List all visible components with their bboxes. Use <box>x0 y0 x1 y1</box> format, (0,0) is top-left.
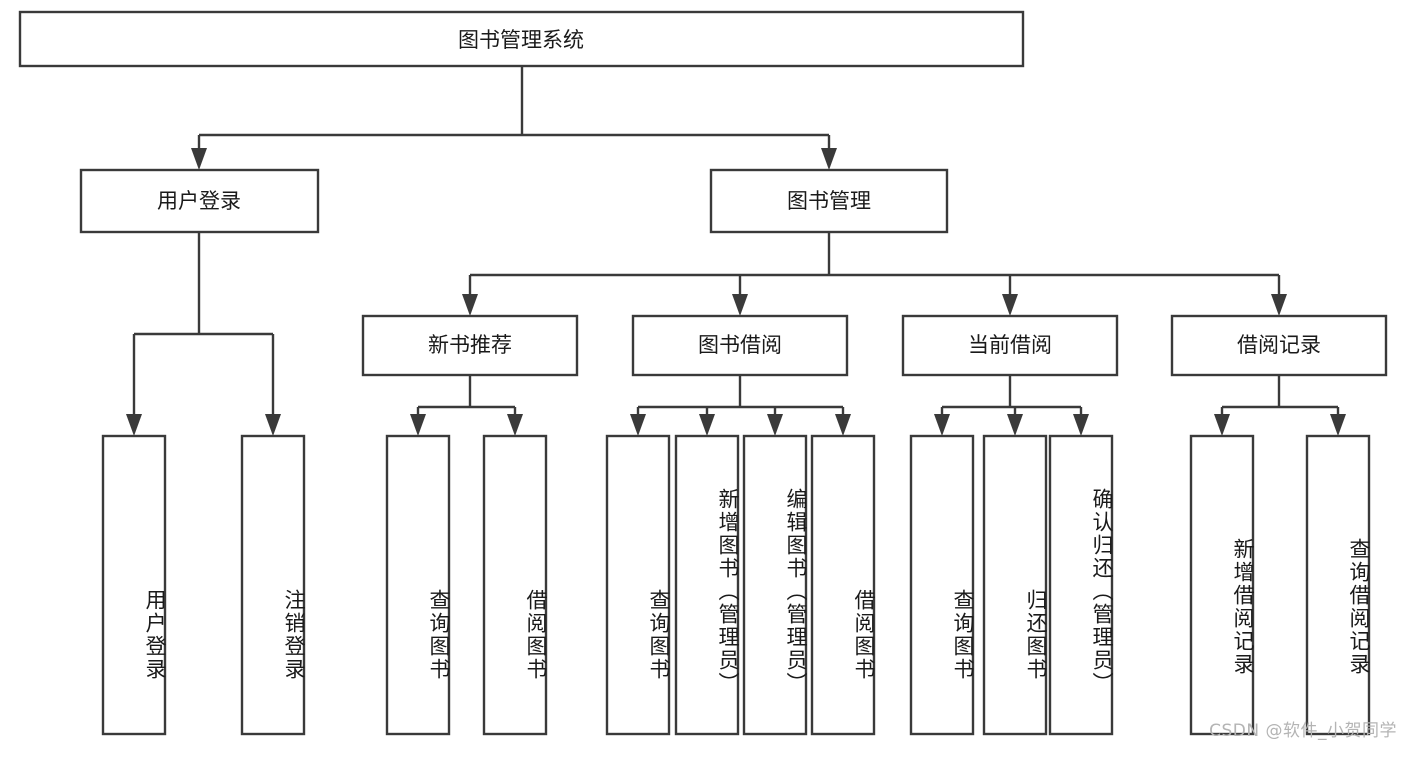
node-book-borrow[interactable]: 图书借阅 <box>631 314 849 377</box>
arrow-icon-root-to-user-login <box>191 148 207 170</box>
node-label-user-login: 用户登录 <box>157 189 241 213</box>
node-box-leaf-query-books-cur[interactable] <box>909 434 975 736</box>
arrow-icon-cb-leaf-1 <box>934 414 950 436</box>
node-new-book-recommend[interactable]: 新书推荐 <box>361 314 579 377</box>
arrow-icon-bm-current-borrow <box>1002 294 1018 316</box>
node-root-book-management-system[interactable]: 图书管理系统 <box>18 10 1025 68</box>
node-box-leaf-borrow-books-rec[interactable] <box>482 434 548 736</box>
arrow-icon-user-login-leaf-1 <box>126 414 142 436</box>
node-label-current-borrow: 当前借阅 <box>968 333 1052 357</box>
book-management-system-tree-diagram: 图书管理系统 用户登录 图书管理 新书推荐 图书借阅 当前借阅 借阅记录 <box>18 10 1397 741</box>
edge-group-current-borrow-children <box>934 375 1089 436</box>
node-book-management[interactable]: 图书管理 <box>709 168 949 234</box>
node-box-leaf-borrow-books-bor[interactable] <box>810 434 876 736</box>
node-box-book-management <box>709 168 949 234</box>
node-current-borrow[interactable]: 当前借阅 <box>901 314 1119 377</box>
edge-group-book-borrow-children <box>630 375 851 436</box>
edge-group-user-login-children <box>126 232 281 436</box>
csdn-watermark: CSDN @软件_小贺同学 <box>1209 721 1397 741</box>
node-label-new-book-recommend: 新书推荐 <box>428 333 512 357</box>
node-box-leaf-query-borrow-record[interactable] <box>1305 434 1371 736</box>
node-label-borrow-record: 借阅记录 <box>1237 333 1321 357</box>
arrow-icon-nbr-leaf-1 <box>410 414 426 436</box>
node-user-login[interactable]: 用户登录 <box>79 168 320 234</box>
tree-diagram-canvas: 图书管理系统 用户登录 图书管理 新书推荐 图书借阅 当前借阅 借阅记录 <box>18 10 1388 736</box>
arrow-icon-bm-new-book-recommend <box>462 294 478 316</box>
arrow-icon-br-leaf-2 <box>1330 414 1346 436</box>
node-box-leaf-add-book-admin[interactable] <box>674 434 740 736</box>
arrow-icon-cb-leaf-3 <box>1073 414 1089 436</box>
arrow-icon-cb-leaf-2 <box>1007 414 1023 436</box>
node-box-borrow-record <box>1170 314 1388 377</box>
edge-group-book-management-children <box>462 232 1287 316</box>
leaf-box-group <box>101 434 1371 736</box>
edge-group-root-to-level2 <box>191 66 837 170</box>
node-borrow-record[interactable]: 借阅记录 <box>1170 314 1388 377</box>
arrow-icon-bb-leaf-4 <box>835 414 851 436</box>
node-box-root <box>18 10 1025 68</box>
node-box-leaf-return-books[interactable] <box>982 434 1048 736</box>
arrow-icon-bm-borrow-record <box>1271 294 1287 316</box>
node-box-current-borrow <box>901 314 1119 377</box>
node-box-book-borrow <box>631 314 849 377</box>
node-box-leaf-user-login[interactable] <box>101 434 167 736</box>
arrow-icon-root-to-book-management <box>821 148 837 170</box>
node-label-book-management: 图书管理 <box>787 189 871 213</box>
node-box-user-login <box>79 168 320 234</box>
arrow-icon-bb-leaf-1 <box>630 414 646 436</box>
node-label-book-borrow: 图书借阅 <box>698 333 782 357</box>
arrow-icon-bb-leaf-3 <box>767 414 783 436</box>
arrow-icon-nbr-leaf-2 <box>507 414 523 436</box>
node-box-leaf-query-books-bor[interactable] <box>605 434 671 736</box>
arrow-icon-user-login-leaf-2 <box>265 414 281 436</box>
node-box-leaf-add-borrow-record[interactable] <box>1189 434 1255 736</box>
edge-group-new-book-recommend-children <box>410 375 523 436</box>
arrow-icon-bb-leaf-2 <box>699 414 715 436</box>
node-box-new-book-recommend <box>361 314 579 377</box>
arrow-icon-bm-book-borrow <box>732 294 748 316</box>
node-box-leaf-edit-book-admin[interactable] <box>742 434 808 736</box>
node-label-root: 图书管理系统 <box>458 28 584 52</box>
node-box-leaf-user-logout[interactable] <box>240 434 306 736</box>
edge-group-borrow-record-children <box>1214 375 1346 436</box>
arrow-icon-br-leaf-1 <box>1214 414 1230 436</box>
node-box-leaf-confirm-return-admin[interactable] <box>1048 434 1114 736</box>
node-box-leaf-query-books-rec[interactable] <box>385 434 451 736</box>
